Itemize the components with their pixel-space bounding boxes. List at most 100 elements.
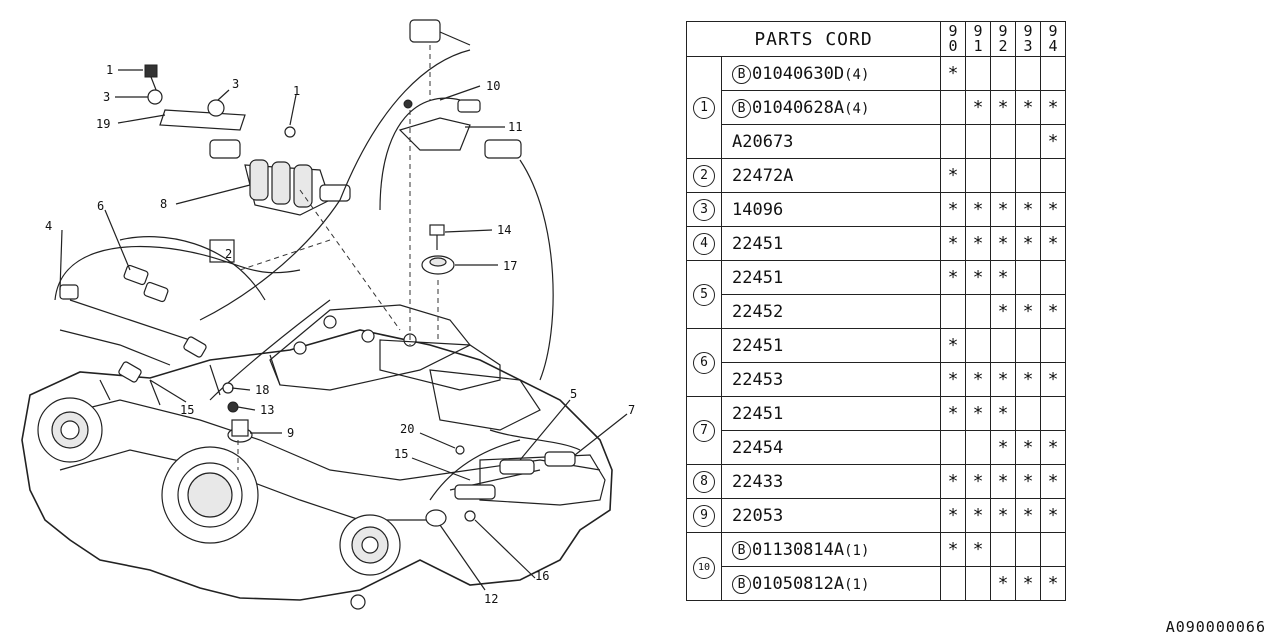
part-number: 01050812A bbox=[752, 573, 845, 594]
table-title: PARTS CORD bbox=[686, 21, 941, 57]
applicability-mark: * bbox=[1040, 566, 1066, 601]
applicability-mark bbox=[940, 90, 966, 125]
part-number-cell: 22053 bbox=[721, 498, 941, 533]
document-code: A090000066 bbox=[1165, 618, 1266, 636]
applicability-mark bbox=[990, 124, 1016, 159]
part-number-cell: 22472A bbox=[721, 158, 941, 193]
applicability-mark: * bbox=[990, 464, 1016, 499]
applicability-mark: * bbox=[990, 396, 1016, 431]
leader-lines bbox=[59, 69, 628, 591]
alignment-lines bbox=[237, 45, 439, 470]
applicability-mark: * bbox=[940, 498, 966, 533]
applicability-mark: * bbox=[1040, 294, 1066, 329]
bolt-and-ring bbox=[421, 224, 455, 275]
callout-label: 3 bbox=[232, 77, 239, 91]
applicability-mark: * bbox=[1015, 294, 1041, 329]
applicability-mark: * bbox=[940, 328, 966, 363]
callout-label: 1 bbox=[106, 63, 113, 77]
applicability-mark bbox=[1040, 396, 1066, 431]
applicability-mark bbox=[1015, 56, 1041, 91]
applicability-mark: * bbox=[1040, 498, 1066, 533]
applicability-mark bbox=[1015, 532, 1041, 567]
reference-number: 3 bbox=[693, 199, 715, 221]
table-row: 22454*** bbox=[687, 430, 1066, 465]
applicability-mark: * bbox=[940, 158, 966, 193]
bolt-badge: B bbox=[732, 64, 751, 84]
ignition-coil bbox=[209, 139, 351, 216]
part-number: 22472A bbox=[732, 165, 794, 186]
year-digit: 4 bbox=[1048, 37, 1058, 55]
reference-number: 5 bbox=[693, 284, 715, 306]
callout-label: 17 bbox=[503, 259, 517, 273]
applicability-mark: * bbox=[965, 464, 991, 499]
part-number-cell: 22451 bbox=[721, 396, 941, 431]
part-number: 01040628A bbox=[752, 97, 845, 118]
part-number-cell: 22433 bbox=[721, 464, 941, 499]
callout-label: 15 bbox=[394, 447, 408, 461]
year-digit: 3 bbox=[1023, 37, 1033, 55]
callout-label: 4 bbox=[45, 219, 52, 233]
applicability-mark bbox=[940, 124, 966, 159]
part-number-cell: 22451 bbox=[721, 260, 941, 295]
year-digit: 9 bbox=[1023, 22, 1033, 40]
applicability-mark bbox=[940, 294, 966, 329]
reference-number-cell: 5 bbox=[686, 260, 722, 329]
table-row: 22453***** bbox=[687, 362, 1066, 397]
part-quantity: (4) bbox=[844, 66, 870, 83]
applicability-mark bbox=[965, 566, 991, 601]
callout-label: 15 bbox=[180, 403, 194, 417]
part-quantity: (1) bbox=[844, 576, 870, 593]
reference-number-cell: 3 bbox=[686, 192, 722, 227]
part-number: 01040630D bbox=[752, 63, 845, 84]
callout-label: 3 bbox=[103, 90, 110, 104]
reference-number-cell: 2 bbox=[686, 158, 722, 193]
applicability-mark: * bbox=[965, 362, 991, 397]
year-digit: 9 bbox=[973, 22, 983, 40]
applicability-mark bbox=[1040, 56, 1066, 91]
reference-number: 1 bbox=[693, 97, 715, 119]
applicability-mark bbox=[965, 56, 991, 91]
reference-number-cell: 6 bbox=[686, 328, 722, 397]
applicability-mark: * bbox=[940, 56, 966, 91]
callout-label: 12 bbox=[484, 592, 498, 606]
part-number: 22454 bbox=[732, 437, 784, 458]
year-digit: 9 bbox=[1048, 22, 1058, 40]
part-number: 22451 bbox=[732, 403, 784, 424]
part-number-cell: 22451 bbox=[721, 328, 941, 363]
applicability-mark bbox=[990, 158, 1016, 193]
applicability-mark: * bbox=[1015, 430, 1041, 465]
callout-labels: 1 2 3 3 19 1 8 10 11 14 17 4 6 2 18 13 9… bbox=[45, 63, 635, 606]
applicability-mark bbox=[1015, 328, 1041, 363]
reference-number-cell: 8 bbox=[686, 464, 722, 499]
callout-label: 9 bbox=[287, 426, 294, 440]
bolt-badge: B bbox=[732, 574, 751, 594]
part-number: 22433 bbox=[732, 471, 784, 492]
year-digit: 1 bbox=[973, 37, 983, 55]
applicability-mark bbox=[940, 566, 966, 601]
applicability-mark: * bbox=[940, 464, 966, 499]
reference-number-cell: 1 bbox=[686, 56, 722, 159]
applicability-mark: * bbox=[965, 192, 991, 227]
reference-number-cell: 9 bbox=[686, 498, 722, 533]
applicability-mark: * bbox=[940, 260, 966, 295]
bolt-badge: B bbox=[732, 540, 751, 560]
year-digit: 0 bbox=[948, 37, 958, 55]
applicability-mark bbox=[965, 294, 991, 329]
exploded-parts-diagram: 1 2 3 3 19 1 8 10 11 14 17 4 6 2 18 13 9… bbox=[21, 19, 635, 610]
applicability-mark: * bbox=[1015, 566, 1041, 601]
applicability-mark: * bbox=[940, 362, 966, 397]
valve-cover bbox=[269, 304, 501, 391]
part-number: 22053 bbox=[732, 505, 784, 526]
applicability-mark bbox=[1015, 124, 1041, 159]
engine-block bbox=[21, 329, 613, 610]
applicability-mark bbox=[965, 158, 991, 193]
applicability-mark: * bbox=[940, 226, 966, 261]
callout-label: 14 bbox=[497, 223, 511, 237]
applicability-mark: * bbox=[940, 192, 966, 227]
bolt-badge: B bbox=[732, 98, 751, 118]
